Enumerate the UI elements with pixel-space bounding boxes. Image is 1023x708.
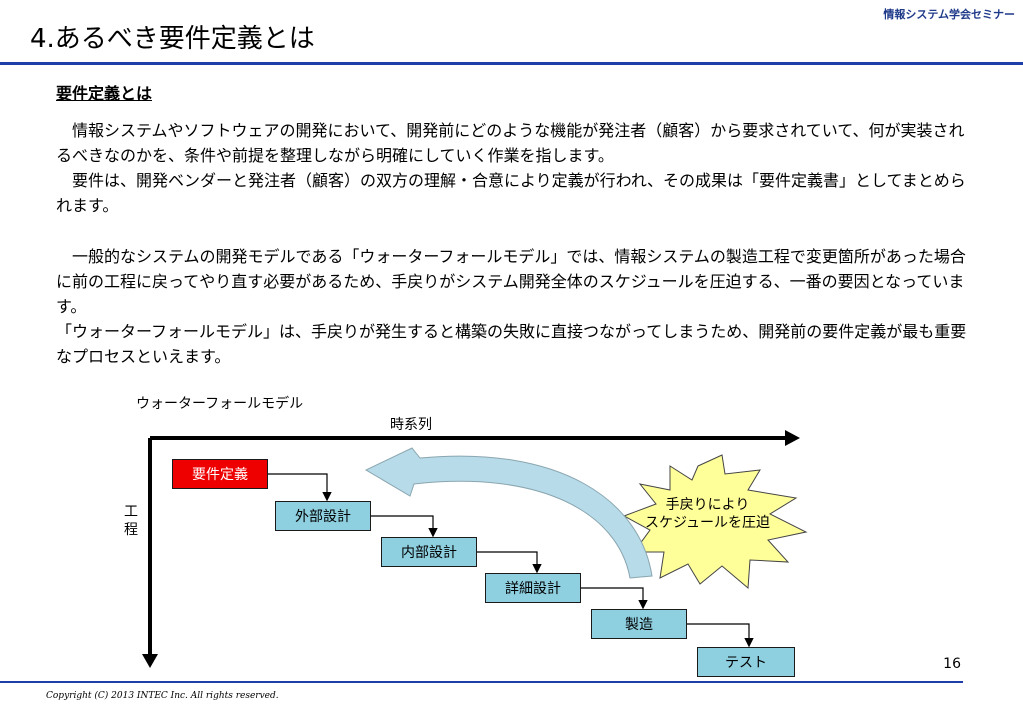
step-box: 製造 (591, 609, 687, 639)
time-axis-arrowhead (785, 430, 800, 446)
diagram-caption: ウォーターフォールモデル (136, 396, 304, 412)
step-connector (687, 623, 754, 648)
footer-divider (0, 681, 963, 683)
page-number: 16 (943, 656, 961, 672)
step-box: 詳細設計 (485, 573, 581, 603)
definition-paragraph: 情報システムやソフトウェアの開発において、開発前にどのような機能が発注者（顧客）… (56, 121, 966, 215)
waterfall-paragraph: 一般的なシステムの開発モデルである「ウォーターフォールモデル」では、情報システム… (56, 247, 967, 366)
process-axis-arrowhead (142, 654, 158, 668)
step-box: 内部設計 (381, 537, 477, 567)
burst-shape (622, 454, 808, 590)
step-connectors (268, 473, 754, 648)
step-box: 外部設計 (275, 501, 371, 531)
copyright-notice: Copyright (C) 2013 INTEC Inc. All rights… (46, 691, 279, 701)
step-connector (268, 473, 332, 502)
step-connector (371, 515, 438, 538)
step-connector (477, 551, 542, 574)
seminar-label: 情報システム学会セミナー (883, 8, 1015, 21)
title-divider (0, 62, 1023, 65)
section-heading: 要件定義とは (56, 84, 153, 103)
x-axis-label: 時系列 (390, 417, 432, 433)
burst-label: 手戻りにより スケジュールを圧迫 (644, 497, 771, 531)
y-axis-label: 工程 (124, 504, 138, 538)
step-box: 要件定義 (172, 459, 268, 489)
page-title: 4.あるべき要件定義とは (30, 24, 315, 54)
rework-arrow (364, 447, 653, 579)
step-box: テスト (697, 647, 795, 677)
step-connector (581, 587, 648, 610)
